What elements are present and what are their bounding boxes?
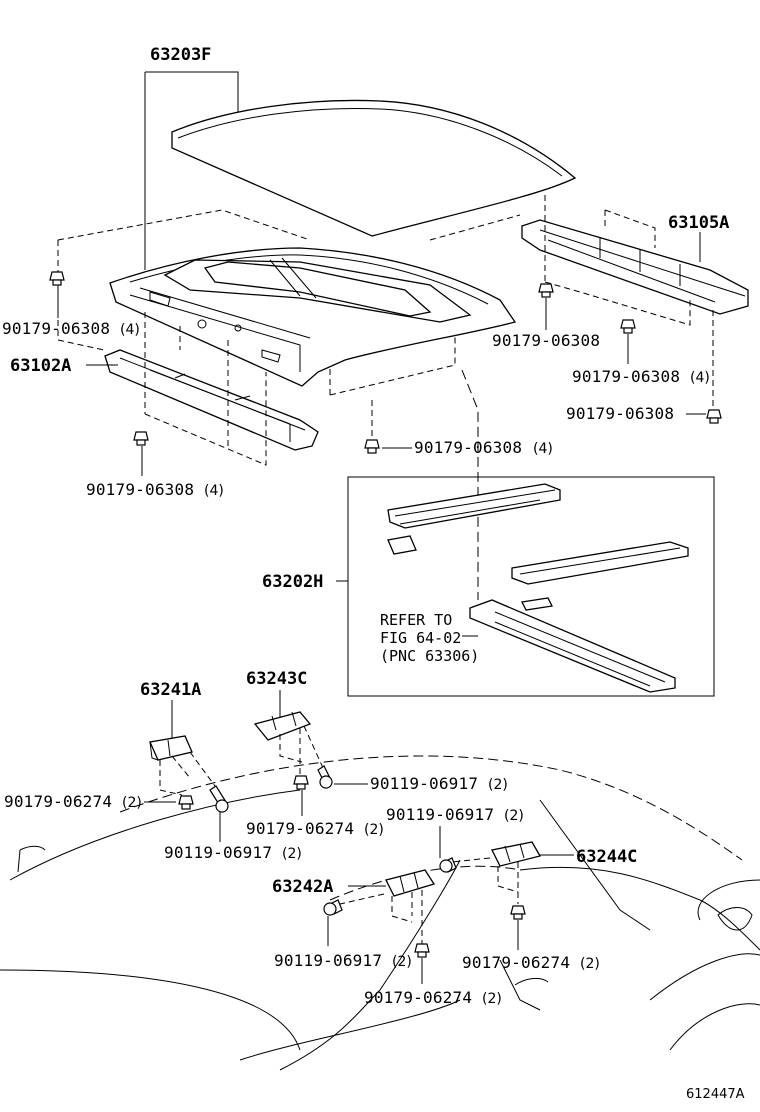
refer-note-line1: REFER TO <box>380 611 452 629</box>
qty-clip-ul: (4) <box>120 322 140 338</box>
bolt-icon <box>323 899 343 916</box>
label-clip-rr1: 90179-06308 <box>492 331 600 350</box>
sunroof-rail-middle[interactable] <box>511 541 689 585</box>
qty-clip-rr2: (4) <box>690 370 710 386</box>
clip-icon <box>133 431 149 446</box>
sunroof-bracket-mid[interactable] <box>521 597 553 611</box>
label-63105a: 63105A <box>668 213 729 233</box>
label-63242a: 63242A <box>272 877 333 897</box>
roof-rail-rear[interactable] <box>521 219 749 315</box>
qty-bolt-d: (2) <box>504 808 524 824</box>
label-clip-ul: 90179-06308 <box>2 319 110 338</box>
label-bolt-b: 90119-06917 <box>274 951 382 970</box>
label-bolt-d: 90119-06917 <box>386 805 494 824</box>
figure-id: 612447A <box>686 1087 745 1102</box>
clip-icon <box>706 409 722 424</box>
label-63244c: 63244C <box>576 847 637 867</box>
bracket-63241a[interactable] <box>149 735 193 761</box>
roof-panel-leader <box>144 71 239 270</box>
sunroof-drain-tray[interactable] <box>469 599 676 693</box>
label-clip-mid: 90179-06308 <box>414 438 522 457</box>
sunroof-housing-box <box>347 476 715 697</box>
bracket-63244c-guides <box>451 857 519 904</box>
label-clip-rr2: 90179-06308 <box>572 367 680 386</box>
sunroof-guide <box>461 369 479 600</box>
roof-panel[interactable] <box>171 99 577 237</box>
bracket-63244c[interactable] <box>491 841 541 867</box>
bracket-63242a-guides <box>339 890 423 944</box>
label-63243c: 63243C <box>246 669 307 689</box>
label-nut-d: 90179-06274 <box>462 953 570 972</box>
qty-nut-a: (2) <box>122 795 142 811</box>
qty-bolt-c: (2) <box>488 777 508 793</box>
nut-icon <box>414 943 430 958</box>
sunroof-bracket-small[interactable] <box>387 535 417 555</box>
rear-rail-guides <box>544 195 714 410</box>
roof-frame[interactable] <box>109 247 517 387</box>
qty-nut-b: (2) <box>482 991 502 1007</box>
refer-note-line2: FIG 64-02 <box>380 629 461 647</box>
bracket-63242a[interactable] <box>385 869 436 897</box>
qty-bolt-b: (2) <box>392 954 412 970</box>
bolt-icon <box>317 765 333 789</box>
qty-clip-mid: (4) <box>533 441 553 457</box>
bracket-63243c[interactable] <box>253 711 312 741</box>
clip-icon <box>49 271 65 286</box>
label-63241a: 63241A <box>140 680 201 700</box>
clip-icon <box>538 283 554 298</box>
label-nut-a: 90179-06274 <box>4 792 112 811</box>
bracket-63243c-guides <box>279 725 325 774</box>
front-rail-guides <box>144 312 267 466</box>
label-clip-fr: 90179-06308 <box>86 480 194 499</box>
label-nut-c: 90179-06274 <box>246 819 354 838</box>
car-body-outline <box>0 755 760 1071</box>
nut-icon <box>293 775 309 790</box>
label-nut-b: 90179-06274 <box>364 988 472 1007</box>
qty-nut-d: (2) <box>580 956 600 972</box>
label-63203f: 63203F <box>150 45 211 65</box>
label-63102a: 63102A <box>10 356 71 376</box>
bolt-icon <box>209 785 229 813</box>
qty-nut-c: (2) <box>364 822 384 838</box>
refer-note-line3: (PNC 63306) <box>380 647 479 665</box>
clip-icon <box>364 439 380 454</box>
qty-clip-fr: (4) <box>204 483 224 499</box>
roof-rail-front[interactable] <box>104 349 319 451</box>
bracket-63241a-guides <box>159 751 216 796</box>
label-bolt-a: 90119-06917 <box>164 843 272 862</box>
label-63202h: 63202H <box>262 572 323 592</box>
label-bolt-c: 90119-06917 <box>370 774 478 793</box>
clip-icon <box>620 319 636 334</box>
qty-bolt-a: (2) <box>282 846 302 862</box>
bolt-icon <box>439 857 457 873</box>
nut-icon <box>178 795 194 810</box>
sunroof-rail-upper[interactable] <box>387 483 561 529</box>
label-clip-rr3: 90179-06308 <box>566 404 674 423</box>
nut-icon <box>510 905 526 920</box>
